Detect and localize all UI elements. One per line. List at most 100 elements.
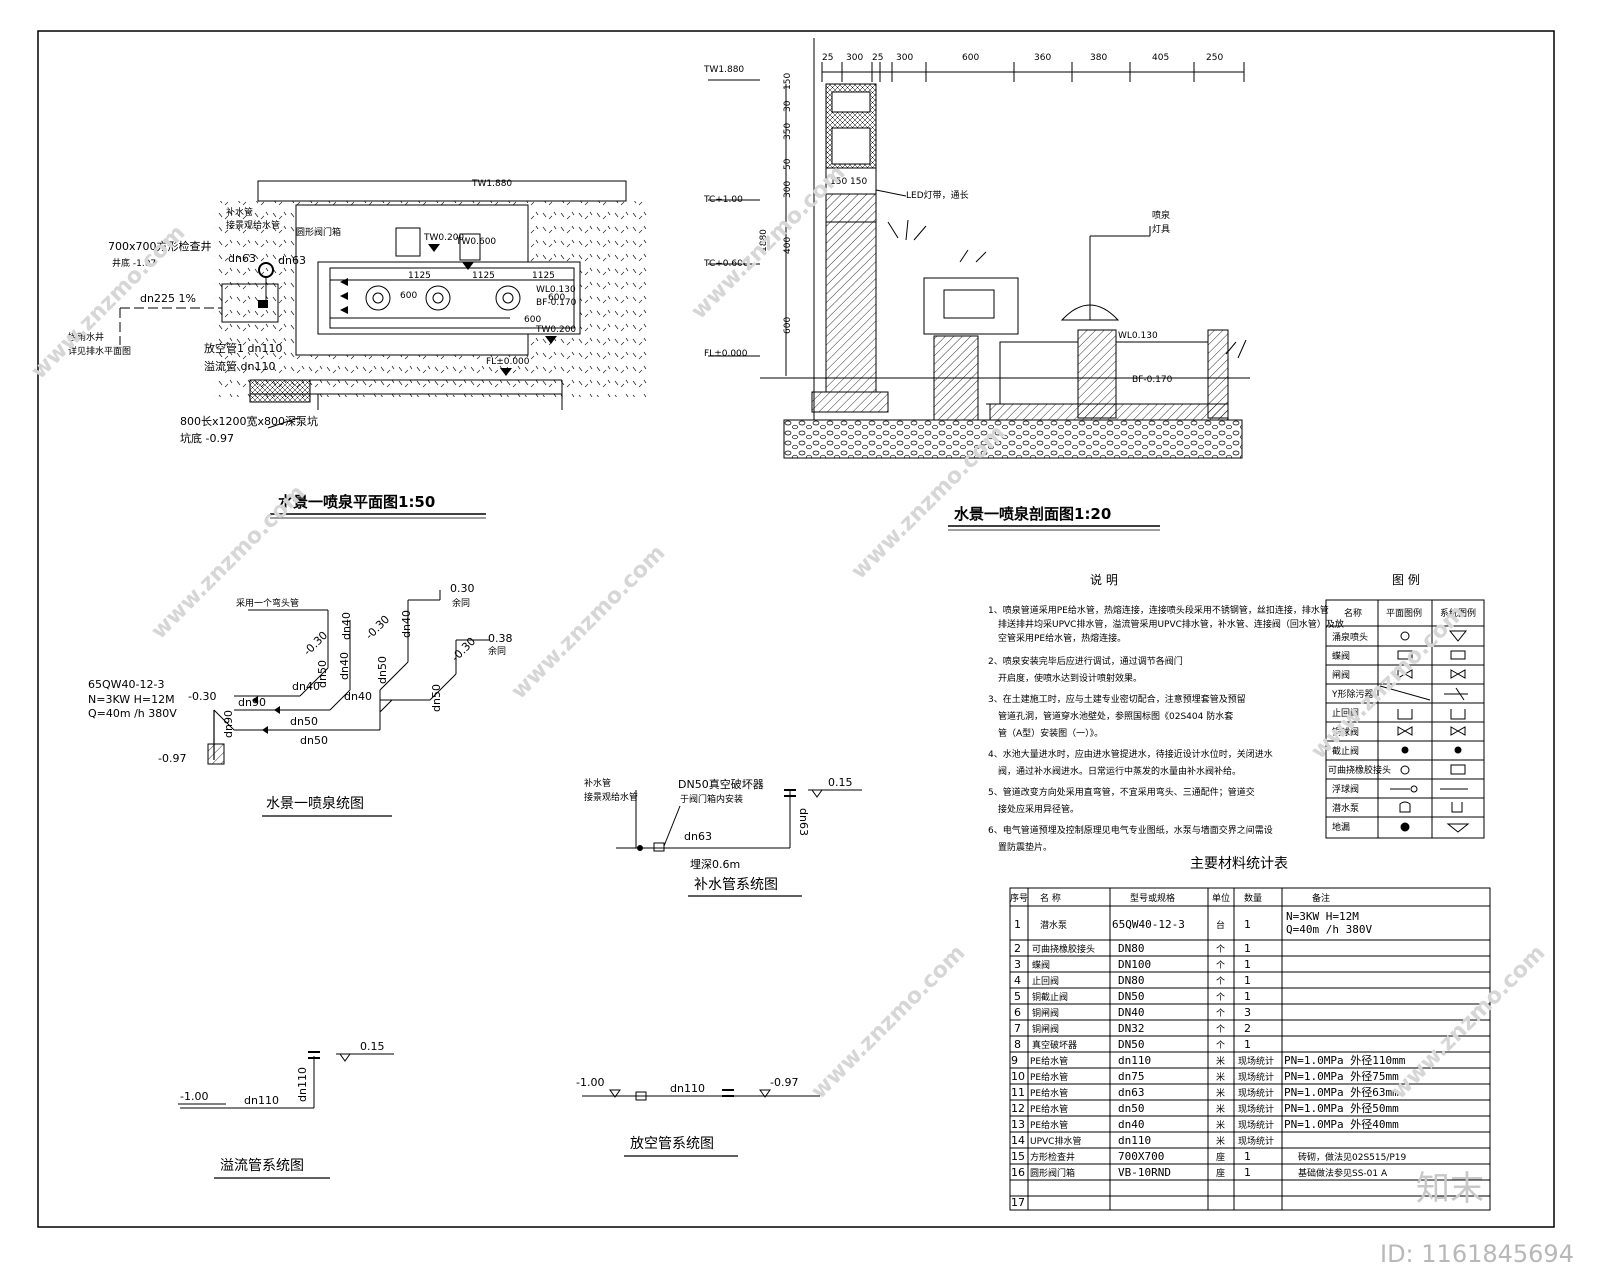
svg-text:dn110: dn110: [1118, 1054, 1151, 1067]
plan-tw-c: TW0.200: [535, 325, 576, 335]
plan-tw-b: TW0.600: [455, 237, 496, 247]
svg-text:1: 1: [1244, 990, 1251, 1003]
plan-view: TW1.880 补水管 接景观给水管 圆形阀门箱 700x700方形: [68, 179, 650, 519]
system-dn50-a: dn50: [290, 715, 318, 728]
svg-text:dn110: dn110: [1118, 1134, 1151, 1147]
svg-text:15: 15: [1011, 1150, 1025, 1163]
plan-dim-1125-a: 1125: [408, 271, 431, 281]
plan-pit: 800长x1200宽x800深泵坑: [180, 414, 318, 428]
note-line-11: 接处应采用异径管。: [998, 803, 1079, 815]
notes-title: 说 明: [1090, 572, 1118, 587]
system-valve-label-2: 余同: [488, 645, 506, 657]
legend-row-5: 铜球阀: [1332, 726, 1359, 738]
system-level-038: 0.38: [488, 632, 513, 645]
svg-text:12: 12: [1011, 1102, 1025, 1115]
plan-makeup-label-1: 补水管: [226, 206, 253, 218]
note-line-8: 4、水池大量进水时，应由进水管提进水，待接近设计水位时，关闭进水: [988, 748, 1273, 760]
section-bf: BF-0.170: [1132, 375, 1173, 385]
plan-connect-2: 详见排水平面图: [68, 345, 131, 357]
svg-text:米: 米: [1216, 1103, 1225, 1115]
note-line-12: 6、电气管道预埋及控制原理见电气专业图纸，水泵与墙面交界之间需设: [988, 824, 1273, 836]
svg-text:铜闸阀: 铜闸阀: [1032, 1023, 1059, 1035]
section-dim-8: 250: [1206, 53, 1223, 63]
legend-header-0: 名称: [1344, 607, 1362, 619]
svg-text:铜截止阀: 铜截止阀: [1032, 991, 1068, 1003]
materials-header-0: 序号: [1010, 892, 1028, 904]
makeup-label-1: 补水管: [584, 777, 611, 789]
system-dn40-e: dn40: [400, 610, 413, 638]
table-row: 16 圆形阀门箱 VB-10RND 座 1 基础做法参见SS-01 A: [1011, 1166, 1388, 1179]
system-dn50-d: dn50: [376, 656, 389, 684]
system-diagram: 采用一个弯头管 65QW40-12-3 N=3KW H=12M Q=40m /h…: [88, 582, 513, 817]
section-dim-7: 405: [1152, 53, 1169, 63]
svg-text:蝶阀: 蝶阀: [1032, 959, 1050, 971]
system-note-elbow: 采用一个弯头管: [236, 597, 299, 609]
system-level-d: -0.30: [449, 635, 478, 664]
table-row: 1 潜水泵 65QW40-12-3 台 1 N=3KW H=12M Q=40m …: [1014, 910, 1372, 936]
section-nozzle: 喷泉: [1152, 209, 1170, 221]
materials-header-4: 数量: [1244, 892, 1262, 904]
materials-header-2: 型号或规格: [1130, 892, 1175, 904]
section-tw: TW1.880: [703, 65, 744, 75]
svg-text:现场统计: 现场统计: [1238, 1103, 1274, 1115]
plan-bf: BF-0.170: [536, 298, 577, 308]
makeup-depth: 埋深0.6m: [690, 858, 740, 871]
svg-text:PE给水管: PE给水管: [1030, 1055, 1068, 1067]
svg-text:1: 1: [1244, 958, 1251, 971]
svg-text:10: 10: [1011, 1070, 1025, 1083]
makeup-title: 补水管系统图: [694, 877, 778, 893]
plan-title: 水景一喷泉平面图1:50: [278, 493, 435, 511]
svg-text:17: 17: [1011, 1196, 1025, 1209]
svg-text:1: 1: [1244, 1038, 1251, 1051]
svg-text:个: 个: [1216, 976, 1225, 987]
overflow-dn-h: dn110: [244, 1094, 279, 1107]
materials-header-1: 名 称: [1040, 892, 1061, 904]
watermark-site-2: www.znzmo.com: [147, 480, 311, 644]
table-row: 2 可曲挠橡胶接头 DN80 个 1: [1014, 942, 1251, 955]
svg-text:14: 14: [1011, 1134, 1025, 1147]
svg-text:2: 2: [1014, 942, 1021, 955]
section-dim-2: 25: [872, 53, 883, 63]
section-vdim-6: 600: [783, 317, 793, 334]
section-dim-ticks: [821, 62, 1245, 82]
plan-connect-1: 接雨水井: [68, 331, 104, 343]
section-title: 水景一喷泉剖面图1:20: [954, 505, 1111, 523]
svg-text:1: 1: [1244, 974, 1251, 987]
svg-text:现场统计: 现场统计: [1238, 1135, 1274, 1147]
table-row: 4 止回阀 DN80 个 1: [1014, 974, 1251, 987]
svg-text:个: 个: [1216, 1024, 1225, 1035]
svg-text:现场统计: 现场统计: [1238, 1055, 1274, 1067]
legend-header-1: 平面图例: [1386, 607, 1422, 619]
svg-text:3: 3: [1244, 1006, 1251, 1019]
table-row: 9 PE给水管 dn110 米 现场统计 PN=1.0MPa 外径110mm: [1011, 1054, 1406, 1067]
svg-text:PN=1.0MPa 外径110mm: PN=1.0MPa 外径110mm: [1284, 1054, 1406, 1067]
table-row: 13 PE给水管 dn40 米 现场统计 PN=1.0MPa 外径40mm: [1011, 1118, 1399, 1131]
svg-text:16: 16: [1011, 1166, 1025, 1179]
table-row: 5 铜截止阀 DN50 个 1: [1014, 990, 1251, 1003]
svg-text:1: 1: [1244, 1150, 1251, 1163]
drain-dn: dn110: [670, 1082, 705, 1095]
section-tc2: TC+0.600: [703, 259, 749, 269]
svg-text:VB-10RND: VB-10RND: [1118, 1166, 1171, 1179]
makeup-level: 0.15: [828, 776, 853, 789]
svg-text:个: 个: [1216, 944, 1225, 955]
plan-pit-bottom: 坑底 -0.97: [180, 431, 234, 445]
svg-text:DN80: DN80: [1118, 974, 1145, 987]
table-row: 6 铜闸阀 DN40 个 3: [1014, 1006, 1251, 1019]
svg-text:2: 2: [1244, 1022, 1251, 1035]
note-line-7: 管（A型）安装图（一）》。: [998, 727, 1103, 739]
plan-wl: WL0.130: [536, 285, 576, 295]
system-dn50-b: dn50: [300, 734, 328, 747]
overflow-level-top: 0.15: [360, 1040, 385, 1053]
system-dn40-a: dn40: [292, 680, 320, 693]
legend-row-8: 浮球阀: [1332, 783, 1359, 795]
svg-text:1: 1: [1244, 942, 1251, 955]
table-row: 12 PE给水管 dn50 米 现场统计 PN=1.0MPa 外径50mm: [1011, 1102, 1399, 1115]
plan-dim-600-b: 600: [548, 293, 565, 303]
svg-text:6: 6: [1014, 1006, 1021, 1019]
legend-row-7: 可曲挠橡胶接头: [1328, 764, 1391, 776]
svg-text:DN32: DN32: [1118, 1022, 1145, 1035]
svg-text:砖砌，做法见02S515/P19: 砖砌，做法见02S515/P19: [1298, 1151, 1407, 1163]
legend-row-3: Y形除污器: [1331, 688, 1374, 700]
makeup-vacuum: DN50真空破坏器: [678, 777, 764, 791]
